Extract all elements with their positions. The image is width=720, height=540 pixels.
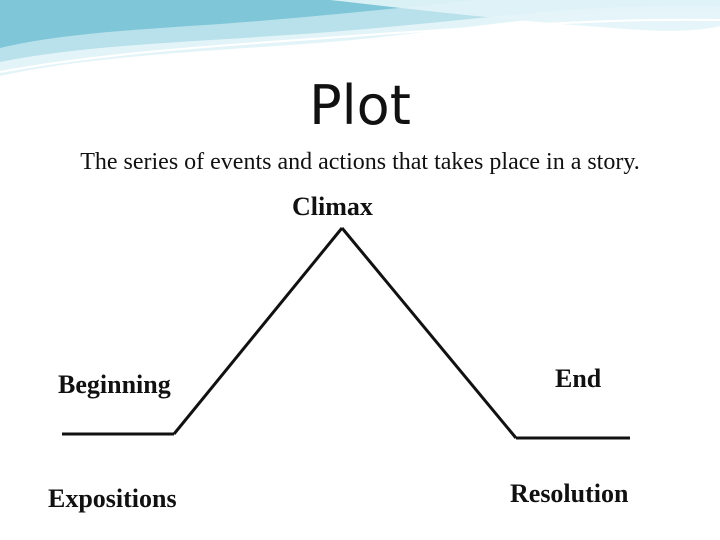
slide-subtitle: The series of events and actions that ta… — [80, 149, 640, 175]
climax-label: Climax — [292, 192, 373, 221]
header-swoosh-decoration — [0, 0, 720, 76]
beginning-label: Beginning — [58, 370, 171, 399]
falling-action-line — [340, 227, 518, 439]
slide-title: Plot — [309, 74, 411, 137]
swoosh-highlight — [330, 0, 720, 31]
resolution-label: Resolution — [510, 479, 629, 508]
end-label: End — [555, 364, 602, 393]
swoosh-front — [0, 0, 480, 48]
rising-action-line — [172, 227, 344, 435]
swoosh-line — [0, 18, 720, 73]
expositions-label: Expositions — [48, 484, 177, 513]
